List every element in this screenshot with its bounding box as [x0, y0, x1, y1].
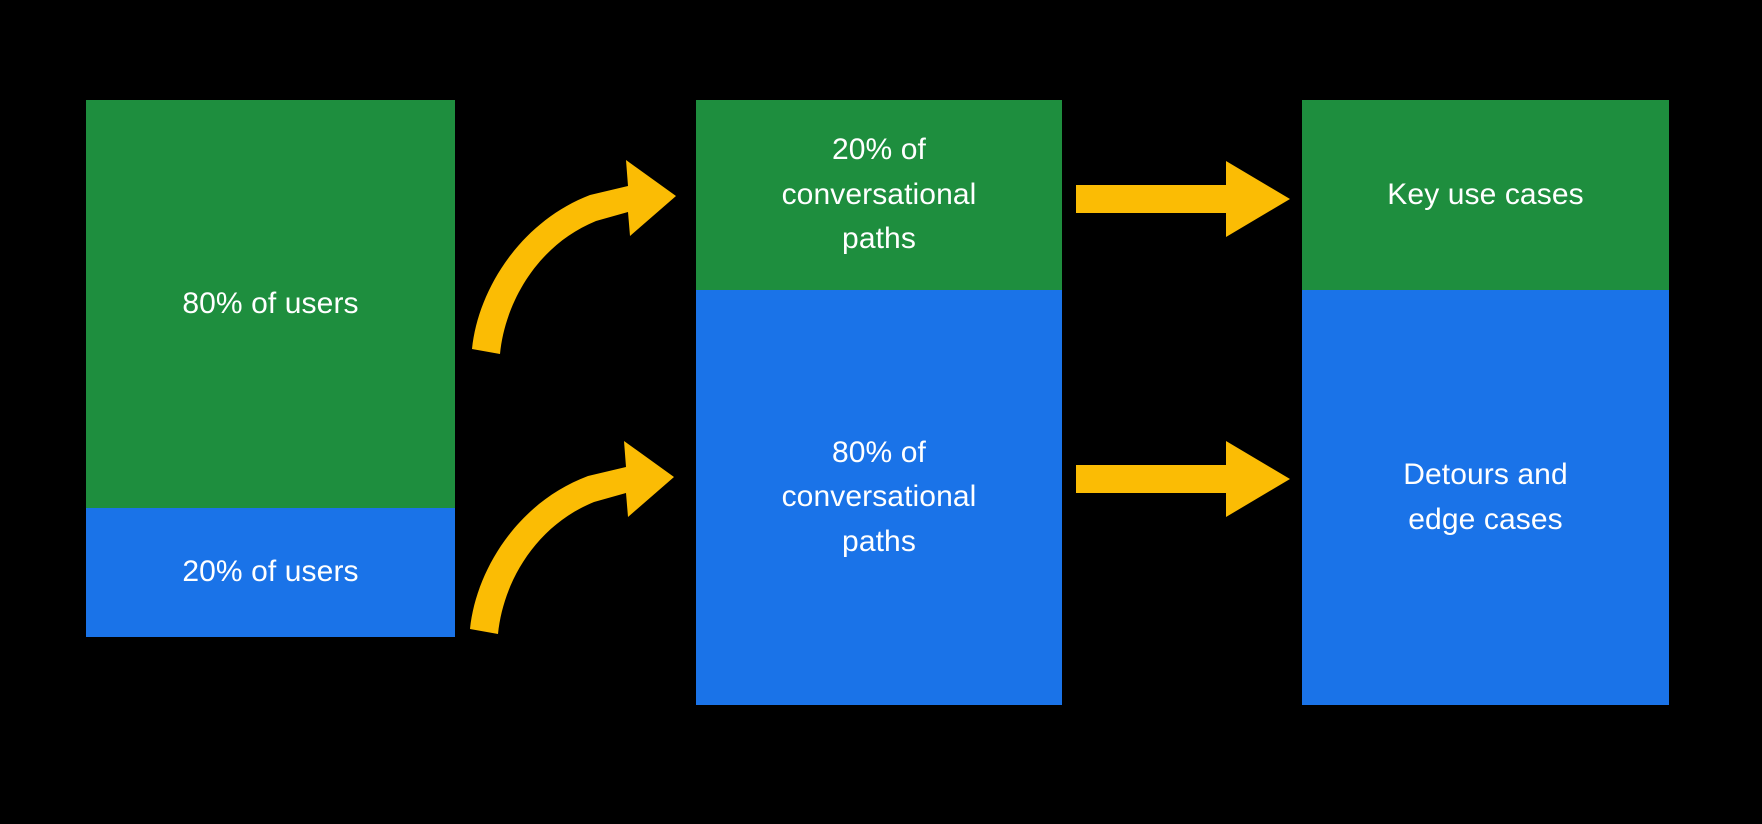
segment-detours-edge-cases[interactable]: Detours and edge cases [1302, 290, 1669, 705]
segment-key-use-cases[interactable]: Key use cases [1302, 100, 1669, 290]
segment-detours-edge-cases-label: Detours and edge cases [1403, 458, 1568, 536]
straight-arrow-top-paths-to-key-use-cases[interactable] [1076, 161, 1290, 237]
curved-arrow-users-to-top-paths[interactable] [472, 160, 676, 354]
curved-arrow-users-to-bottom-paths[interactable] [470, 441, 674, 634]
segment-paths-80-label: 80% of conversational paths [781, 435, 977, 558]
segment-users-20[interactable]: 20% of users [86, 508, 455, 637]
segment-users-80-label: 80% of users [182, 286, 359, 320]
segment-paths-80[interactable]: 80% of conversational paths [696, 290, 1062, 705]
column-use-cases: Key use cases Detours and edge cases [1302, 100, 1669, 705]
segment-users-80[interactable]: 80% of users [86, 100, 455, 508]
straight-arrow-bottom-paths-to-detours[interactable] [1076, 441, 1290, 517]
segment-users-20-label: 20% of users [182, 555, 359, 589]
segment-key-use-cases-label: Key use cases [1387, 177, 1584, 211]
column-users: 80% of users 20% of users [86, 100, 455, 637]
segment-paths-20-label: 20% of conversational paths [781, 133, 977, 256]
column-conversational-paths: 20% of conversational paths 80% of conve… [696, 100, 1062, 705]
segment-paths-20[interactable]: 20% of conversational paths [696, 100, 1062, 290]
